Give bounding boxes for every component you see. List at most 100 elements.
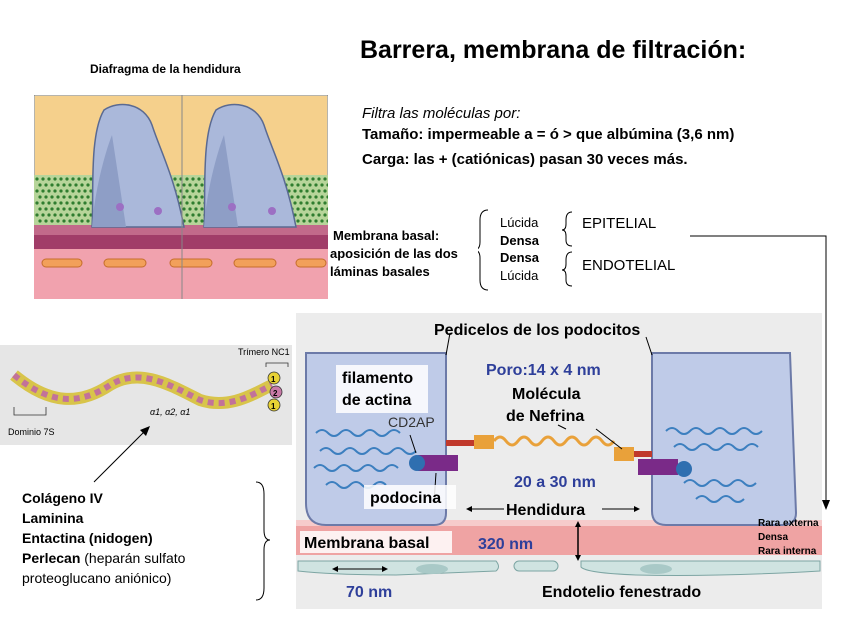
glycocalyx-dot [35,201,39,205]
nephrin-label-2: de Nefrina [506,408,584,425]
rara-interna: Rara interna [758,546,817,557]
glycocalyx-dot [296,195,300,199]
basal-membrane-label: Membrana basal [304,535,429,552]
glycocalyx-dot [77,201,81,205]
glycocalyx-dot [200,207,204,211]
pointer-arrow [93,426,150,483]
glycocalyx-dot [293,201,297,205]
glycocalyx-dot [56,219,60,223]
glycocalyx-dot [44,183,48,187]
perlecan-desc: (heparán sulfato [80,550,186,566]
glycocalyx-dot [320,183,324,187]
glycocalyx-dot [47,177,51,181]
glycocalyx-dot [323,201,327,205]
layer-densa-2: Densa [500,250,540,265]
glycocalyx-dot [326,183,328,187]
trimer-label: Trímero NC1 [238,347,290,357]
glycocalyx-dot [65,201,69,205]
connector-arrow [690,235,830,510]
glycocalyx-dot [68,183,72,187]
glycocalyx-dot [188,207,192,211]
slit-label: Hendidura [506,502,585,519]
glycocalyx-dot [44,195,48,199]
glycocalyx-dot [50,195,54,199]
glycocalyx-dot [68,195,72,199]
domain-7s-label: Dominio 7S [8,427,55,437]
glycocalyx-dot [44,207,48,211]
layer-endotelial: ENDOTELIAL [582,257,676,274]
actin-label-2: de actina [342,392,411,409]
glycocalyx-dot [59,177,63,181]
glycocalyx-dot [35,189,39,193]
basal-label-3: láminas basales [330,264,430,279]
glycocalyx-dot [188,219,192,223]
glycocalyx-dot [50,183,54,187]
glycocalyx-dot [323,177,327,181]
glycocalyx-dot [185,213,189,217]
glycocalyx-dot [86,219,90,223]
glycocalyx-dot [80,207,84,211]
glycocalyx-dot [185,189,189,193]
glycocalyx-dot [290,183,294,187]
glycocalyx-dot [176,183,180,187]
nephrin-label-1: Molécula [512,386,581,403]
glycocalyx-dot [317,177,321,181]
glycocalyx-dot [296,183,300,187]
glycocalyx-dot [173,177,177,181]
layer-densa-1: Densa [500,233,540,248]
basal-label-1: Membrana basal: [333,228,440,243]
glycocalyx-dot [56,207,60,211]
glycocalyx-dot [305,213,309,217]
glycocalyx-dot [305,201,309,205]
pedicels-label: Pedicelos de los podocitos [434,322,640,339]
glycocalyx-dot [35,177,39,181]
layer-epitelial: EPITELIAL [582,215,657,232]
layer-lucida-2: Lúcida [500,268,539,283]
glycocalyx-dot [194,219,198,223]
glycocalyx-dot [74,219,78,223]
glycocalyx-dot [293,177,297,181]
thickness-label: 320 nm [478,536,533,553]
filter-intro: Filtra las moléculas por: [362,105,521,122]
glycocalyx-dot [41,201,45,205]
glycocalyx-dot [80,183,84,187]
glycocalyx-dot [326,219,328,223]
glycocalyx-dot [38,195,42,199]
glycocalyx-dot [35,213,39,217]
glycocalyx-dot [59,201,63,205]
glycocalyx-dot [311,177,315,181]
nc1-num-3: 1 [271,402,276,411]
glycocalyx-dot [53,201,57,205]
glycocalyx-dot [47,201,51,205]
glycocalyx-dot [62,183,66,187]
glycocalyx-dot [53,189,57,193]
glycocalyx-dot [77,189,81,193]
component-collagen: Colágeno IV [22,490,103,506]
glycocalyx-dot [83,177,87,181]
glycocalyx-dot [80,219,84,223]
charge-line: Carga: las + (catiónicas) pasan 30 veces… [362,151,688,168]
glycocalyx-dot [191,213,195,217]
glycocalyx-dot [65,177,69,181]
glycocalyx-dot [320,219,324,223]
glycocalyx-dot [287,177,291,181]
nc1-num-2: 2 [273,389,278,398]
size-line: Tamaño: impermeable a = ó > que albúmina… [362,126,735,143]
glycocalyx-dot [56,195,60,199]
glycocalyx-dot [305,177,309,181]
component-entactin: Entactina (nidogen) [22,530,153,546]
glycocalyx-dot [296,219,300,223]
glycocalyx-dot [197,213,201,217]
slit-diaphragm-detail: Pedicelos de los podocitos Poro:14 x 4 n… [296,313,822,609]
glycocalyx-dot [65,189,69,193]
components-bracket [255,481,271,601]
component-perlecan-cont: proteoglucano aniónico) [22,570,172,586]
glycocalyx-dot [302,207,306,211]
chains-label: α1, α2, α1 [150,407,190,417]
glycocalyx-dot [59,213,63,217]
glycocalyx-dot [71,201,75,205]
glycocalyx-dot [299,213,303,217]
glycocalyx-dot [326,195,328,199]
glycocalyx-dot [191,201,195,205]
glycocalyx-dot [197,177,201,181]
